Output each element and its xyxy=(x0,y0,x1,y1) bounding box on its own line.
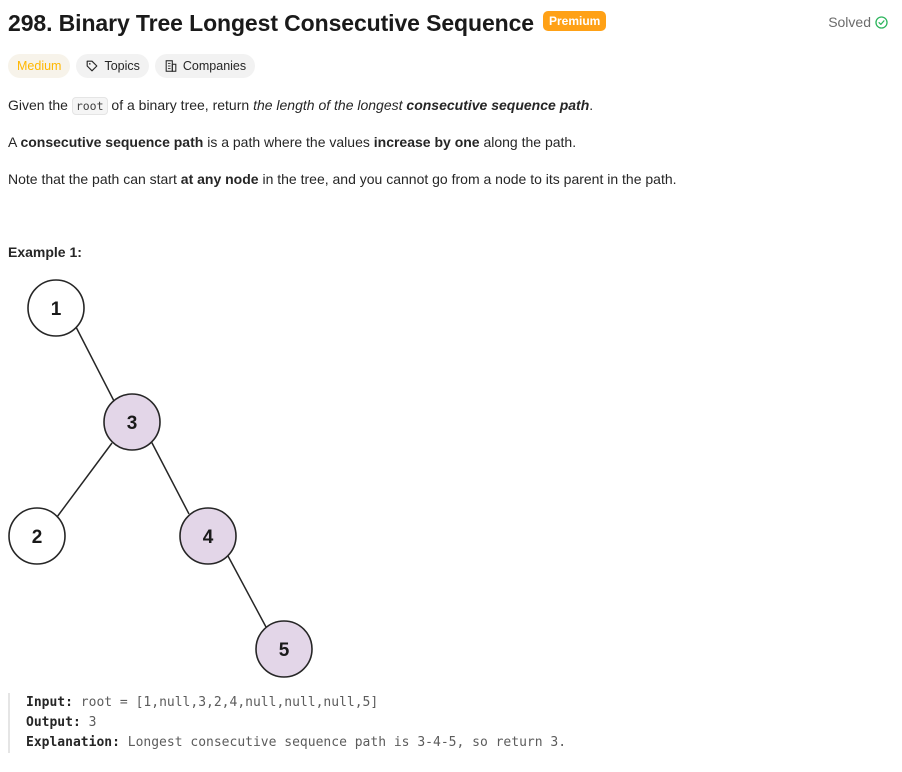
topics-tag[interactable]: Topics xyxy=(76,54,149,78)
tag-icon xyxy=(87,60,98,72)
emphasis-text: the length of the longest xyxy=(253,97,407,113)
tag-row: Medium Topics Companies xyxy=(8,54,256,78)
tree-node-5-label: 5 xyxy=(279,640,290,661)
solved-status: Solved xyxy=(828,14,888,30)
tree-node-1-label: 1 xyxy=(51,299,62,320)
tree-node-2 xyxy=(8,507,66,565)
text: is a path where the values xyxy=(203,134,374,150)
companies-tag[interactable]: Companies xyxy=(154,54,256,78)
example-code-block: Input: root = [1,null,3,2,4,null,null,nu… xyxy=(8,693,566,753)
input-line: Input: root = [1,null,3,2,4,null,null,nu… xyxy=(26,693,566,713)
description-paragraph-1: Given the root of a binary tree, return … xyxy=(8,95,593,116)
difficulty-tag: Medium xyxy=(8,54,71,78)
explanation-label: Explanation: xyxy=(26,735,120,750)
strong-text: at any node xyxy=(180,171,259,187)
tree-node-2-label: 2 xyxy=(32,527,43,548)
description-paragraph-2: A consecutive sequence path is a path wh… xyxy=(8,132,576,152)
topics-label: Topics xyxy=(104,59,140,73)
description-paragraph-3: Note that the path can start at any node… xyxy=(8,169,677,189)
text: in the tree, and you cannot go from a no… xyxy=(258,171,677,187)
edge-3-4 xyxy=(150,440,190,515)
emphasis-strong-text: consecutive sequence path xyxy=(406,97,590,113)
problem-title[interactable]: 298. Binary Tree Longest Consecutive Seq… xyxy=(8,10,534,36)
tree-node-3 xyxy=(103,393,161,451)
edge-4-5 xyxy=(227,555,267,628)
tree-node-5 xyxy=(255,620,313,678)
input-value: root = [1,null,3,2,4,null,null,null,5] xyxy=(80,695,379,710)
tree-node-3-label: 3 xyxy=(127,413,138,434)
premium-badge[interactable]: Premium xyxy=(543,11,607,31)
strong-text: increase by one xyxy=(373,134,480,150)
text: A xyxy=(8,134,21,150)
example-title: Example 1: xyxy=(8,244,82,260)
problem-header: 298. Binary Tree Longest Consecutive Seq… xyxy=(8,8,888,38)
output-value: 3 xyxy=(88,715,97,730)
inline-code-root: root xyxy=(71,97,108,115)
strong-text: consecutive sequence path xyxy=(20,134,204,150)
explanation-value: Longest consecutive sequence path is 3-4… xyxy=(127,735,567,750)
text: . xyxy=(589,97,594,113)
tree-node-4-label: 4 xyxy=(203,527,214,548)
output-line: Output: 3 xyxy=(26,713,566,733)
edge-1-3 xyxy=(75,326,115,402)
text: along the path. xyxy=(479,134,577,150)
example-tree-diagram: 1 3 2 4 5 xyxy=(8,279,313,678)
text: of a binary tree, return xyxy=(107,97,254,113)
building-icon xyxy=(165,60,177,72)
text: Given the xyxy=(8,97,72,113)
check-circle-icon xyxy=(875,15,888,29)
explanation-line: Explanation: Longest consecutive sequenc… xyxy=(26,733,566,753)
companies-label: Companies xyxy=(182,59,247,73)
tree-node-4 xyxy=(179,507,237,565)
solved-label: Solved xyxy=(828,14,871,30)
edge-3-2 xyxy=(56,442,113,518)
text: Note that the path can start xyxy=(8,171,181,187)
input-label: Input: xyxy=(26,695,73,710)
tree-node-1 xyxy=(27,279,85,337)
output-label: Output: xyxy=(26,715,81,730)
